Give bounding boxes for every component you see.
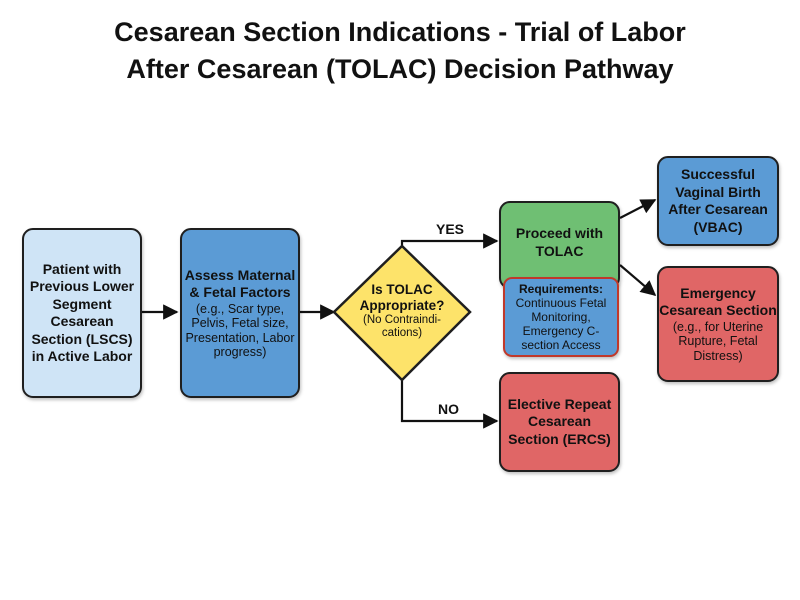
decision-detail: (No Contraindi-cations) (363, 314, 441, 339)
arrow-decision-no-to-ercs (400, 378, 499, 429)
title-line-1: Cesarean Section Indications - Trial of … (114, 17, 686, 47)
proceed-text: Proceed with TOLAC (515, 225, 604, 259)
vbac-text: Successful Vaginal Birth After Cesarean … (668, 166, 768, 235)
decision-diamond (332, 244, 472, 382)
patient-node: Patient with Previous Lower Segment Cesa… (22, 228, 142, 398)
title-line-2: After Cesarean (TOLAC) Decision Pathway (126, 54, 674, 84)
emergency-title: Emergency Cesarean Section (659, 284, 777, 319)
diagram-title: Cesarean Section Indications - Trial of … (0, 14, 800, 88)
yes-label: YES (436, 221, 465, 237)
vbac-node: Successful Vaginal Birth After Cesarean … (657, 156, 779, 246)
arrow-proceed-to-emergency (619, 264, 657, 297)
decision-label: Is TOLAC Appropriate? (No Contraindi-cat… (340, 282, 464, 340)
requirements-node: Requirements: Continuous Fetal Monitorin… (503, 277, 619, 357)
arrow-decision-yes-to-proceed (400, 233, 499, 249)
emergency-node: Emergency Cesarean Section (e.g., for Ut… (657, 266, 779, 382)
emergency-detail: (e.g., for Uterine Rupture, Fetal Distre… (672, 319, 764, 363)
assess-node: Assess Maternal & Fetal Factors (e.g., S… (180, 228, 300, 398)
patient-text: Patient with Previous Lower Segment Cesa… (29, 260, 135, 365)
decision-title: Is TOLAC Appropriate? (359, 282, 445, 313)
assess-title: Assess Maternal & Fetal Factors (184, 266, 296, 301)
no-label: NO (438, 401, 459, 417)
requirements-detail: Continuous Fetal Monitoring, Emergency C… (515, 296, 607, 352)
arrow-proceed-to-vbac (619, 199, 657, 219)
proceed-node: Proceed with TOLAC (499, 201, 620, 289)
requirements-title: Requirements: (518, 282, 604, 296)
ercs-node: Elective Repeat Cesarean Section (ERCS) (499, 372, 620, 472)
ercs-text: Elective Repeat Cesarean Section (ERCS) (507, 395, 612, 447)
assess-detail: (e.g., Scar type, Pelvis, Fetal size, Pr… (185, 301, 295, 360)
